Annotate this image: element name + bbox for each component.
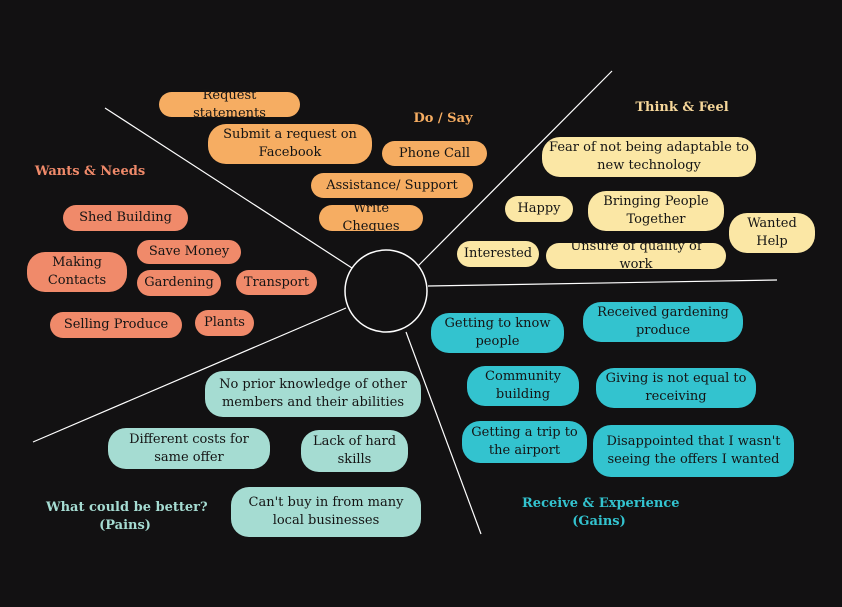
note-gains-giving-not-equal: Giving is not equal to receiving (596, 368, 756, 408)
note-wants-plants: Plants (195, 310, 254, 336)
note-pains-cant-buy-in: Can't buy in from many local businesses (231, 487, 421, 537)
heading-think-feel: Think & Feel (635, 100, 729, 115)
note-do-say-assistance-support: Assistance/ Support (311, 173, 473, 198)
heading-pains-line1: What could be better? (46, 500, 208, 515)
note-think-feel-fear: Fear of not being adaptable to new techn… (542, 137, 756, 177)
note-gains-getting-to-know: Getting to know people (431, 313, 564, 353)
note-do-say-phone-call: Phone Call (382, 141, 487, 166)
note-gains-received-produce: Received gardening produce (583, 302, 743, 342)
heading-gains: Receive & Experience (Gains) (522, 495, 680, 531)
note-wants-making-contacts: Making Contacts (27, 252, 127, 292)
note-do-say-request-statements: Request statements (159, 88, 300, 121)
note-pains-lack-hard-skills: Lack of hard skills (301, 430, 408, 472)
divider-line-top-left (104, 107, 353, 269)
note-think-feel-bringing-people: Bringing People Together (588, 191, 724, 231)
heading-wants-needs: Wants & Needs (34, 164, 146, 179)
heading-pains: What could be better? (Pains) (46, 499, 208, 535)
note-gains-trip-airport: Getting a trip to the airport (462, 421, 587, 463)
note-gains-disappointed: Disappointed that I wasn't seeing the of… (593, 425, 794, 477)
heading-gains-line2: (Gains) (572, 514, 626, 529)
note-think-feel-wanted-help: Wanted Help (729, 213, 815, 253)
note-wants-shed-building: Shed Building (63, 205, 188, 231)
note-wants-selling-produce: Selling Produce (50, 312, 182, 338)
heading-do-say: Do / Say (413, 111, 473, 126)
note-do-say-submit-request: Submit a request on Facebook (208, 124, 372, 164)
note-pains-no-prior-knowledge: No prior knowledge of other members and … (205, 371, 421, 417)
note-do-say-write-cheques: Write Cheques (319, 201, 423, 234)
note-wants-save-money: Save Money (137, 240, 241, 264)
center-circle (344, 249, 428, 333)
note-wants-gardening: Gardening (137, 270, 221, 296)
heading-gains-line1: Receive & Experience (522, 496, 680, 511)
note-think-feel-unsure: Unsure of quality of work (546, 239, 726, 272)
divider-line-left (32, 307, 347, 443)
note-think-feel-happy: Happy (505, 196, 573, 222)
divider-line-bottom (405, 331, 482, 535)
note-wants-transport: Transport (236, 270, 317, 295)
note-think-feel-interested: Interested (457, 241, 539, 267)
note-gains-community-building: Community building (467, 366, 579, 406)
divider-line-top-right (417, 70, 613, 267)
divider-line-right (427, 279, 778, 287)
note-pains-different-costs: Different costs for same offer (108, 428, 270, 469)
heading-pains-line2: (Pains) (99, 518, 151, 533)
